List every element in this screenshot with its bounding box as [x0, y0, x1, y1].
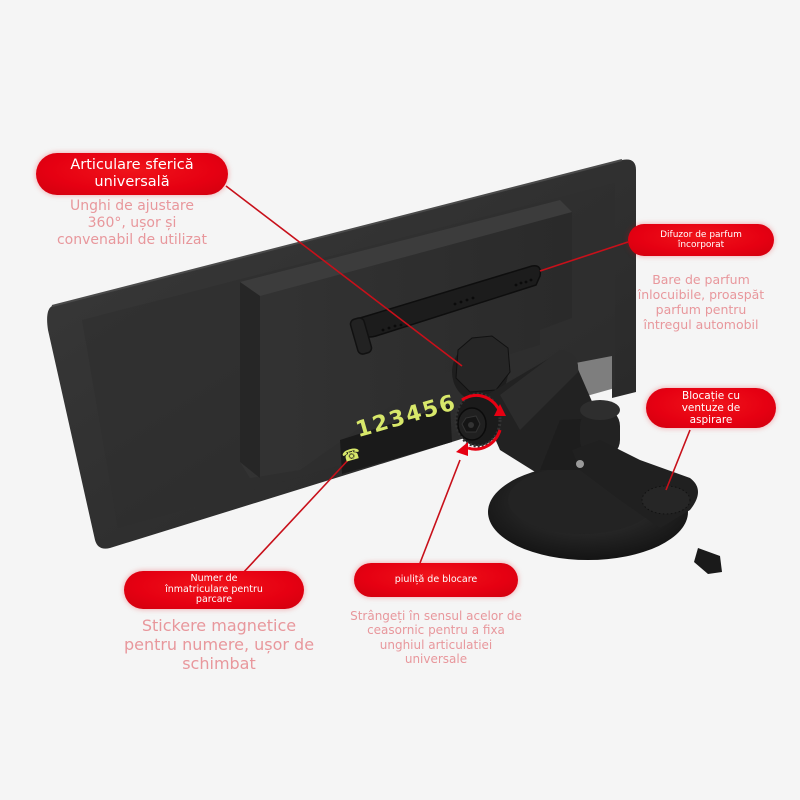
callout-locking-nut-label: piuliță de blocare — [354, 563, 518, 597]
description-line: Bare de parfum — [652, 272, 750, 287]
rotation-arrow-icon — [456, 393, 506, 456]
callout-diffuser-label: Difuzor de parfum încorporat — [628, 224, 774, 256]
description-line: 360°, ușor și — [87, 214, 177, 231]
callout-parking-plate-description: Stickere magnetice pentru numere, ușor d… — [110, 616, 328, 674]
callout-leader-lines — [225, 185, 691, 575]
callout-title-line: încorporat — [677, 240, 725, 250]
callout-title-line: înmatriculare pentru — [165, 583, 263, 595]
callout-locking-nut-description: Strângeți în sensul acelor de ceasornic … — [340, 609, 532, 667]
description-line: Stickere magnetice — [141, 616, 297, 635]
callout-title-line: Blocație cu — [681, 389, 740, 402]
parking-number-plate — [340, 405, 452, 474]
callout-ball-joint-description: Unghi de ajustare 360°, ușor și convenab… — [36, 198, 228, 248]
description-line: universale — [404, 652, 468, 667]
suction-cup-base — [488, 400, 722, 574]
description-line: pentru numere, ușor de — [123, 635, 315, 655]
description-line: Strângeți în sensul acelor de — [350, 609, 522, 623]
callout-title-line: parcare — [195, 594, 233, 606]
description-line: Unghi de ajustare — [70, 198, 194, 214]
description-line: ceasornic pentru a fixa — [367, 623, 505, 638]
fragrance-slot — [349, 264, 542, 355]
callout-title-line: Difuzor de parfum — [660, 229, 742, 240]
callout-title-line: ventuze de — [681, 401, 741, 414]
callout-diffuser-description: Bare de parfum înlocuibile, proaspăt par… — [620, 272, 782, 332]
callout-title-line: Numer de — [190, 572, 238, 584]
description-line: parfum pentru — [655, 302, 747, 317]
callout-suction-lock-label: Blocație cu ventuze de aspirare — [646, 388, 776, 428]
rear-housing — [240, 200, 572, 478]
callout-parking-plate-label: Numer de înmatriculare pentru parcare — [124, 571, 304, 609]
callout-title-line: universală — [94, 174, 170, 190]
callout-title-line: piuliță de blocare — [394, 573, 478, 585]
description-line: convenabil de utilizat — [56, 231, 207, 248]
description-line: schimbat — [182, 654, 256, 674]
description-line: unghiul articulatiei — [379, 637, 493, 652]
description-line: înlocuibile, proaspăt — [637, 287, 765, 302]
callout-ball-joint-label: Articulare sferică universală — [36, 153, 228, 195]
description-line: întregul automobil — [643, 317, 759, 332]
callout-title-line: aspirare — [689, 414, 733, 427]
callout-title-line: Articulare sferică — [70, 157, 194, 174]
